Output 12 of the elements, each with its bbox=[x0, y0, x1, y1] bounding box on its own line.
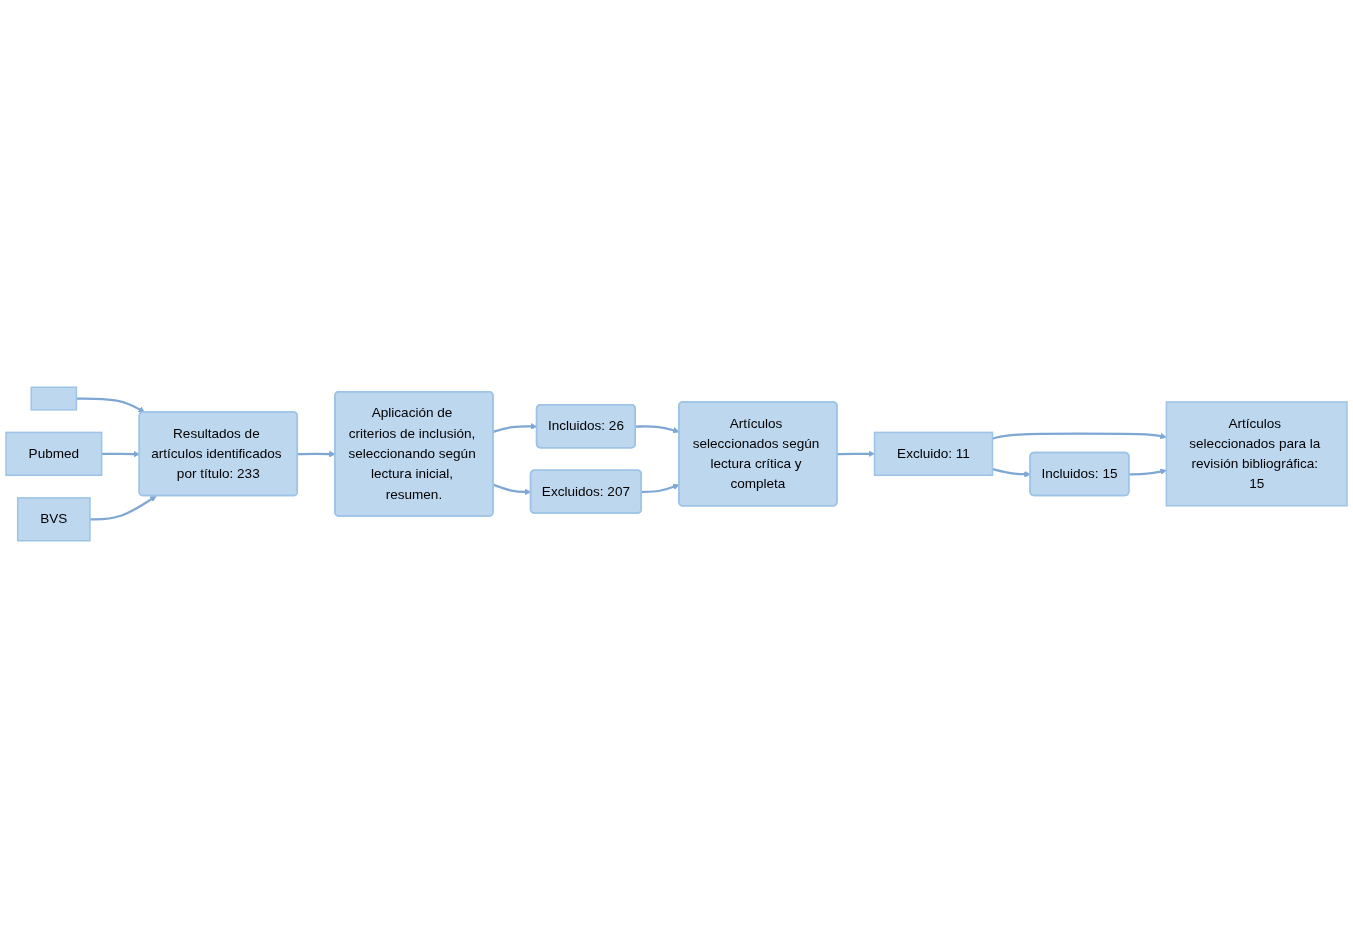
node-box: Pubmed bbox=[5, 431, 103, 477]
arrow bbox=[101, 450, 140, 458]
node-box: BVS bbox=[16, 497, 91, 542]
arrow bbox=[1129, 468, 1167, 476]
node-box bbox=[30, 386, 78, 411]
arrow bbox=[992, 432, 1167, 440]
node-box: Artículos seleccionados para la revisión bibliográfica: 15 bbox=[1165, 401, 1348, 507]
arrow bbox=[76, 397, 146, 413]
arrow bbox=[992, 468, 1031, 478]
arrow bbox=[89, 495, 157, 521]
node-box: Excluido: 11 bbox=[873, 431, 994, 477]
arrow bbox=[837, 450, 875, 458]
